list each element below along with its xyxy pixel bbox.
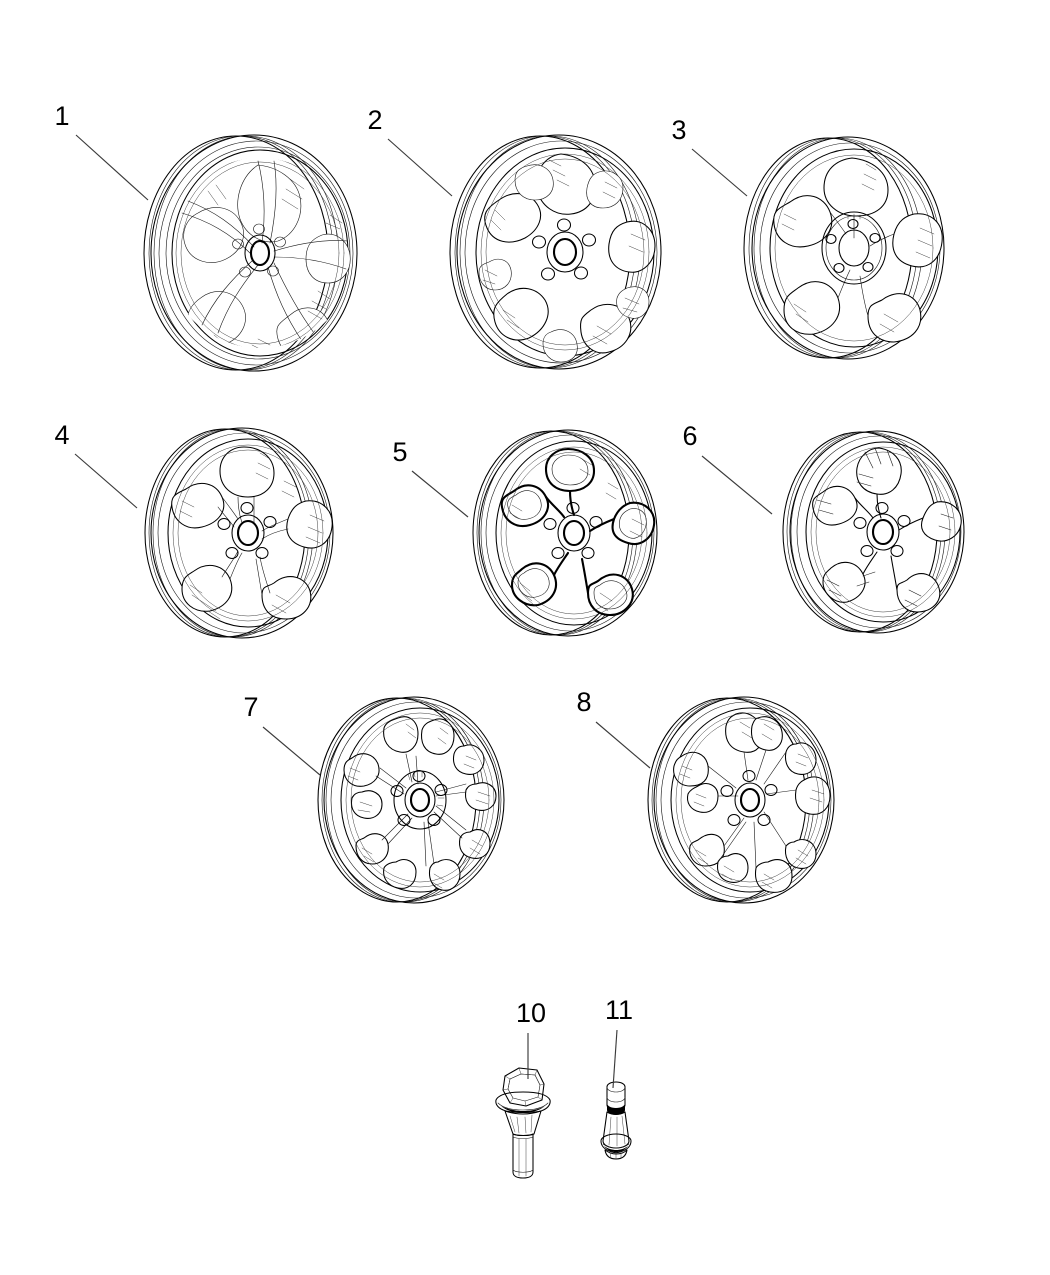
leader-line-3 [691, 148, 748, 197]
callout-label-2: 2 [367, 105, 382, 135]
callout-label-8: 8 [576, 687, 591, 717]
callout-label-10: 10 [516, 998, 546, 1028]
callout-label-1: 1 [54, 101, 69, 131]
leader-line-7 [262, 726, 321, 776]
callout-numbers: 1 2 3 4 5 6 7 8 10 11 [54, 101, 697, 1028]
leader-line-1 [75, 134, 149, 201]
leader-line-4 [74, 453, 138, 509]
wheel-part-6 [782, 430, 965, 634]
callout-label-11: 11 [605, 995, 633, 1025]
callout-label-5: 5 [392, 437, 407, 467]
wheel-part-8 [647, 696, 835, 904]
callout-label-4: 4 [54, 420, 69, 450]
wheel-part-5 [472, 429, 658, 637]
leader-lines [74, 134, 773, 1089]
callout-label-6: 6 [682, 421, 697, 451]
callout-label-3: 3 [671, 115, 686, 145]
leader-line-8 [595, 721, 651, 769]
leader-line-6 [701, 455, 773, 515]
leader-line-5 [411, 470, 469, 518]
valve-stem-part-11 [600, 1081, 632, 1160]
lug-bolt-part-10 [495, 1067, 551, 1179]
leader-line-11 [612, 1029, 618, 1089]
wheel-part-3 [743, 136, 945, 360]
wheel-part-4 [144, 427, 334, 639]
wheel-part-2 [449, 134, 662, 370]
leader-line-2 [387, 138, 453, 197]
callout-label-7: 7 [243, 692, 258, 722]
wheel-part-7 [317, 696, 505, 904]
